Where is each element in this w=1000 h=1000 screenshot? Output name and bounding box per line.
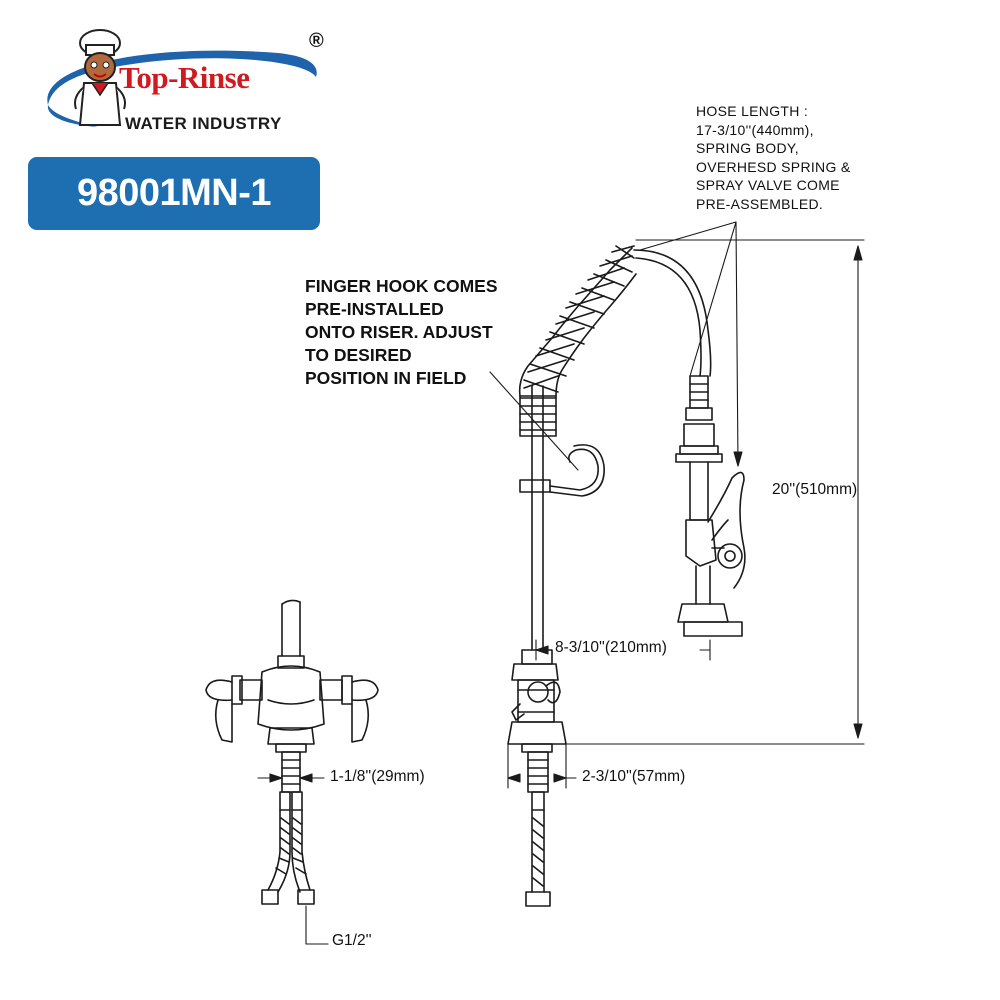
thread-size-label: G1/2'' [332, 932, 372, 949]
brand-name: Top-Rinse [119, 60, 250, 95]
brand-subtitle: WATER INDUSTRY [125, 114, 282, 133]
dimension-lines [257, 221, 865, 945]
height-dimension-label: 20''(510mm) [772, 481, 858, 498]
spring-coil [518, 245, 637, 437]
brand-logo [47, 29, 317, 127]
registered-mark: ® [309, 30, 324, 52]
spray-reach-dimension-label: 8-3/10''(210mm) [555, 639, 667, 656]
left-base-dimension-label: 1-1/8''(29mm) [330, 768, 425, 785]
mixing-faucet [205, 599, 379, 905]
chef-mascot-icon [74, 29, 126, 126]
model-number-badge: 98001MN-1 [28, 157, 320, 230]
pre-rinse-unit [507, 245, 746, 907]
finger-hook-note: FINGER HOOK COMES PRE-INSTALLED ONTO RIS… [305, 276, 498, 388]
right-base-dimension-label: 2-3/10''(57mm) [582, 768, 686, 785]
hose-length-note: HOSE LENGTH : 17-3/10''(440mm), SPRING B… [696, 103, 851, 212]
